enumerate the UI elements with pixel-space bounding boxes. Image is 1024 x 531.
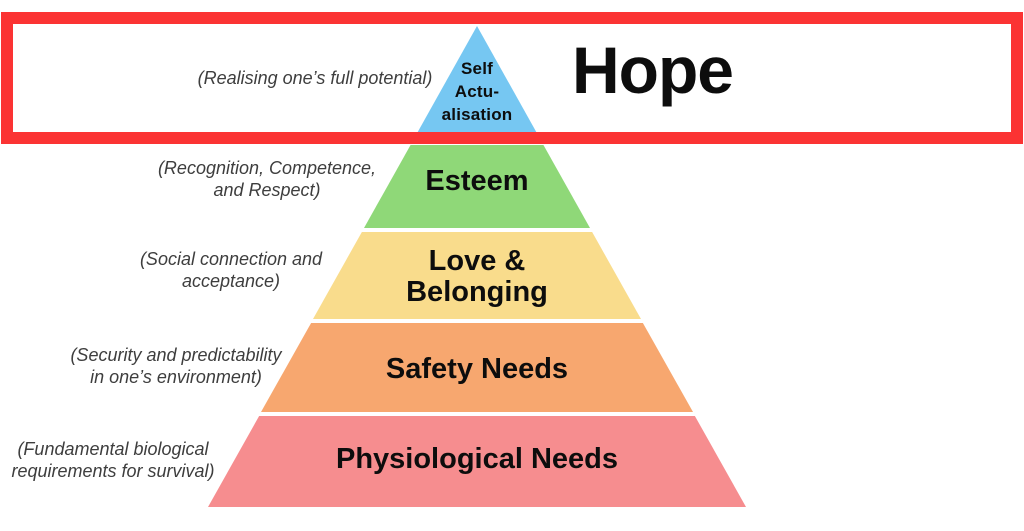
annotation-safety: (Security and predictability in one’s en… <box>70 345 282 387</box>
level-label-esteem: Esteem <box>425 165 529 197</box>
annotation-esteem: (Recognition, Competence, and Respect) <box>157 158 377 200</box>
annotation-self-actualisation: (Realising one’s full potential) <box>197 68 433 88</box>
pyramid-level-physiological <box>208 416 746 507</box>
level-label-love-belonging: Love & Belonging <box>406 245 548 308</box>
level-label-safety: Safety Needs <box>385 353 569 385</box>
pyramid-level-love-belonging <box>313 232 641 319</box>
level-label-self-actualisation: Self Actu- alisation <box>441 59 513 124</box>
annotation-love-belonging: (Social connection and acceptance) <box>139 249 323 291</box>
highlight-rectangle <box>1 12 1023 144</box>
annotation-physiological: (Fundamental biological requirements for… <box>11 439 215 481</box>
level-label-physiological: Physiological Needs <box>335 443 619 475</box>
pyramid-level-safety <box>261 323 693 412</box>
hope-label: Hope <box>572 33 734 107</box>
